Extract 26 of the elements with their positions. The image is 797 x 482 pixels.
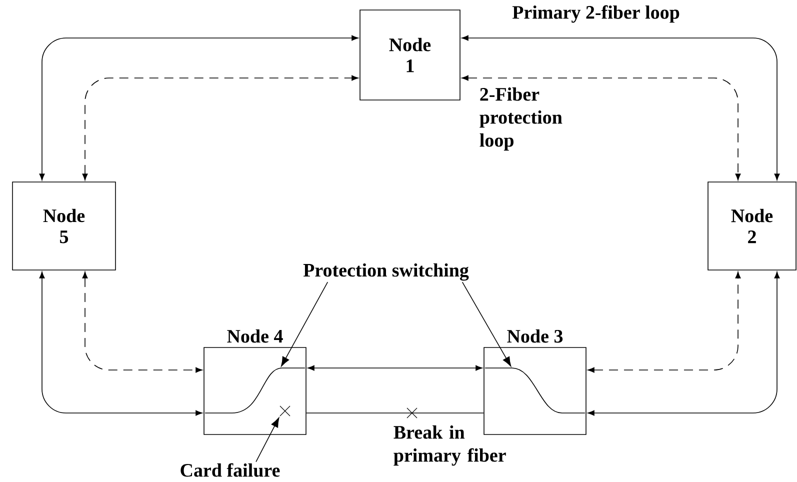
leader-line <box>256 418 280 462</box>
leader-line <box>281 282 328 367</box>
fiber-arrow <box>39 35 358 180</box>
node-box: Node 5 <box>12 182 116 270</box>
node-box: Node 4 <box>204 329 306 435</box>
fiber-arrow <box>462 75 741 180</box>
callout-text: Protection switching <box>303 263 469 281</box>
annotation-text: 2-Fiber protection loop <box>480 87 562 151</box>
fiber-arrow <box>308 365 482 371</box>
fiber-arrow <box>588 272 741 373</box>
switch-curve <box>204 368 306 414</box>
node-label: Node 4 <box>227 329 283 343</box>
leader-line <box>462 282 512 367</box>
fiber-arrow <box>588 272 780 416</box>
callout-text: Card failure <box>180 463 280 477</box>
node-box: Node 1 <box>360 10 460 100</box>
fiber-arrow <box>82 75 358 180</box>
node-label: Node 3 <box>507 329 563 343</box>
cross-mark <box>280 406 290 416</box>
fiber-line <box>306 412 484 414</box>
switch-curve <box>484 368 586 414</box>
fiber-arrow <box>39 272 202 416</box>
annotation-text: Primary 2-fiber loop <box>512 5 680 23</box>
fiber-arrow <box>462 35 780 180</box>
node-box: Node 2 <box>708 182 796 270</box>
fiber-arrow <box>82 272 202 373</box>
